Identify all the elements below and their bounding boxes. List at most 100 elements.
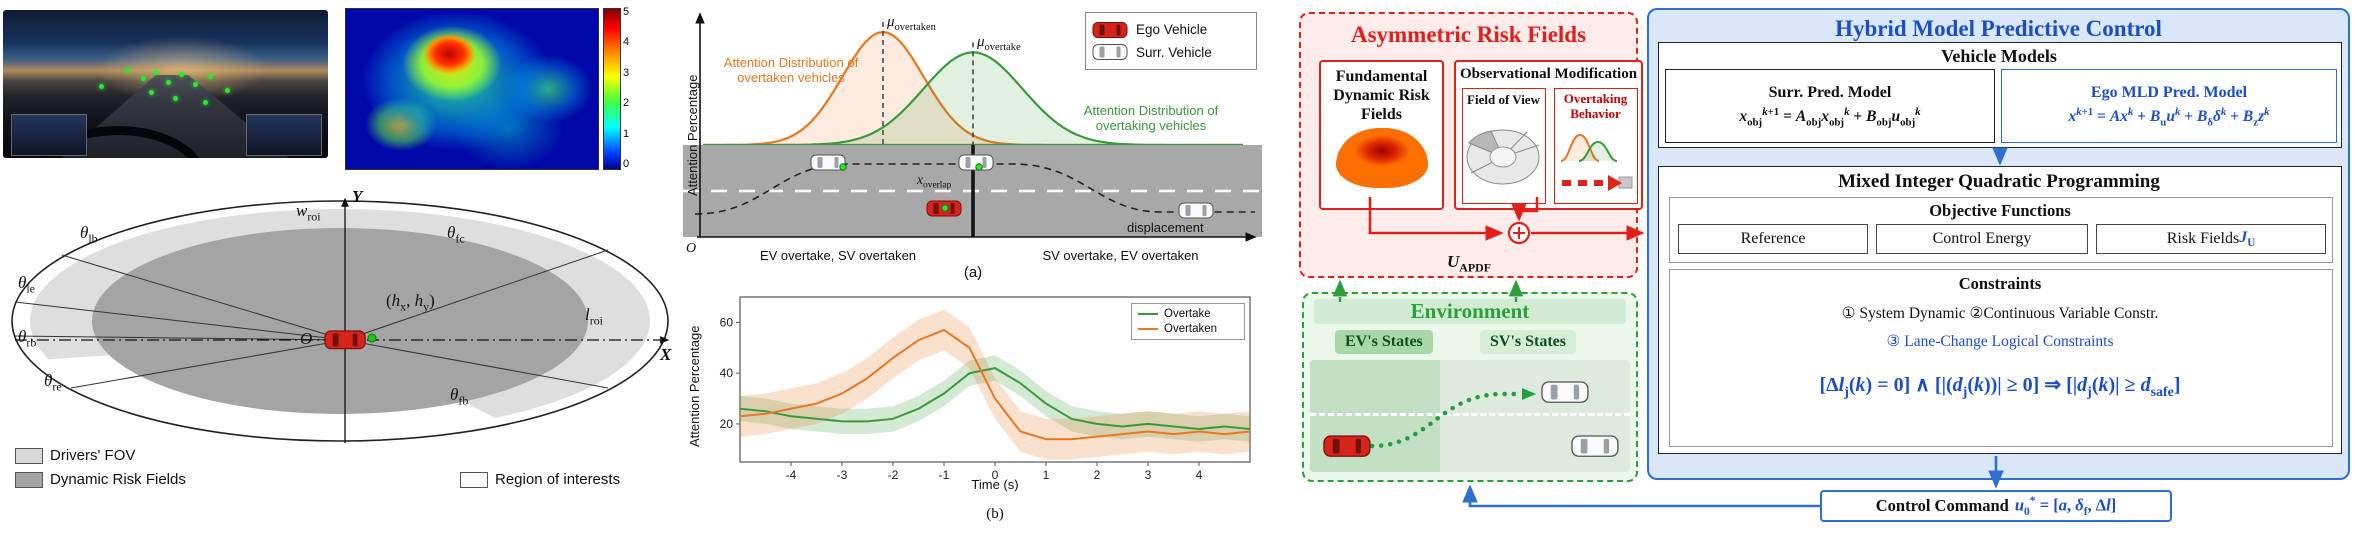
ego-mld-model-box: Ego MLD Pred. Model xk+1 = Axk + Buuk + …	[2001, 69, 2337, 143]
ev-states-chip: EV's States	[1335, 330, 1433, 354]
angle-rays	[14, 249, 609, 389]
vehicle-models-box: Vehicle Models Surr. Pred. Model xobjk+1…	[1658, 42, 2342, 148]
objective-functions-box: Objective Functions Reference Control En…	[1669, 197, 2333, 263]
legend-overtake: Overtake	[1138, 308, 1238, 320]
roi-heading-label: (hx, hy)	[386, 291, 435, 314]
gaussian-risk-surface-icon	[1335, 128, 1428, 188]
colorbar-tick: 3	[623, 66, 630, 79]
inset-view-left	[11, 114, 87, 156]
overtaken-distribution-note: Attention Distribution of overtaken vehi…	[723, 55, 859, 85]
colorbar-tick: 0	[623, 157, 630, 170]
panel-b-x-label: Time (s)	[971, 477, 1019, 492]
ego-car-icon	[324, 330, 366, 350]
svg-text:-1: -1	[939, 468, 950, 482]
y-label-text: Y	[352, 187, 363, 206]
ego-car-icon	[926, 200, 962, 217]
legend-overtaken: Overtaken	[1138, 323, 1238, 335]
colorbar-tick: 1	[623, 127, 630, 140]
roi-w-label: wroi	[296, 201, 321, 224]
framework-diagram: Asymmetric Risk Fields Fundamental Dynam…	[1290, 0, 2355, 534]
lane-divider-line	[1310, 413, 1630, 416]
miqp-box: Mixed Integer Quadratic Programming Obje…	[1658, 166, 2342, 454]
environment-title: Environment	[1314, 299, 1626, 324]
legend-label: Surr. Vehicle	[1136, 44, 1212, 60]
gaze-dot	[203, 100, 208, 105]
roi-ellipse-diagram: Y X wroi lroi (hx, hy) O θfc θfb θlb θle…	[0, 185, 683, 520]
inset-view-right	[246, 114, 322, 156]
attention-heatmap: 5 4 3 2 1 0	[345, 6, 635, 172]
legend-label: Dynamic Risk Fields	[50, 471, 186, 488]
constraints-box: Constraints ① System Dynamic ②Continuous…	[1669, 269, 2333, 447]
surr-car-icon	[1178, 202, 1214, 219]
svg-text:2: 2	[1094, 468, 1101, 482]
panel-a-caption: (a)	[963, 264, 983, 281]
svg-text:-3: -3	[837, 468, 848, 482]
legend-surr-vehicle: Surr. Vehicle	[1092, 44, 1250, 61]
miqp-title: Mixed Integer Quadratic Programming	[1838, 171, 2160, 192]
roi-x-axis-label: X	[660, 345, 671, 365]
gaze-dot	[193, 82, 198, 87]
zone-right-label: SV overtake, EV overtaken	[1042, 248, 1199, 263]
fov-label: Field of View	[1467, 92, 1540, 107]
roi-theta-le: θle	[18, 273, 35, 296]
mu-overtake-label: μovertake	[977, 34, 1021, 53]
legend-item-risk: Dynamic Risk Fields	[15, 471, 186, 488]
gaze-dot	[99, 84, 104, 89]
surr-model-title: Surr. Pred. Model	[1768, 83, 1892, 101]
planned-lane-change-path	[1369, 391, 1525, 449]
legend-label: Drivers' FOV	[50, 447, 136, 464]
vehicle-models-title: Vehicle Models	[1941, 46, 2057, 66]
roi-y-axis-label: Y	[352, 187, 362, 207]
gaze-dot	[225, 88, 230, 93]
svg-text:60: 60	[720, 315, 734, 329]
legend-item-fov: Drivers' FOV	[15, 447, 135, 464]
svg-text:3: 3	[1145, 468, 1152, 482]
svg-text:20: 20	[720, 417, 734, 431]
field-of-view-box: Field of View	[1462, 88, 1546, 204]
mu-overtaken-label: μovertaken	[887, 14, 936, 33]
surr-model-equation: xobjk+1 = Aobjxobjk + Bobjuobjk	[1739, 105, 1921, 129]
objective-control-energy: Control Energy	[1876, 224, 2088, 254]
roi-theta-rb: θrb	[18, 327, 37, 350]
colorbar-tick: 5	[623, 6, 630, 18]
fov-swatch	[15, 447, 43, 464]
x-overlap-label: xoverlap	[917, 172, 952, 191]
svg-text:4: 4	[1196, 468, 1203, 482]
arf-title: Asymmetric Risk Fields	[1350, 22, 1587, 47]
environment-road	[1310, 360, 1630, 472]
gaze-dot	[149, 90, 154, 95]
gaze-dot	[173, 96, 178, 101]
fov-sector-icon	[1466, 129, 1540, 185]
panel-a-svg	[683, 12, 1262, 242]
origin-label: O	[686, 241, 697, 256]
red-car-icon	[1092, 21, 1128, 38]
displacement-label: displacement	[1127, 220, 1204, 235]
roi-theta-lb: θlb	[80, 223, 98, 246]
roi-diagram-svg	[11, 197, 670, 443]
asymmetric-risk-fields-box: Asymmetric Risk Fields Fundamental Dynam…	[1299, 12, 1643, 278]
constraints-title: Constraints	[1958, 274, 2042, 293]
panel-a-legend: Ego Vehicle Surr. Vehicle	[1085, 12, 1257, 70]
objective-functions-title: Objective Functions	[1929, 201, 2071, 220]
svg-text:40: 40	[720, 366, 734, 380]
gaze-dot	[125, 68, 130, 73]
roi-origin-label: O	[300, 329, 313, 348]
svg-text:-2: -2	[888, 468, 899, 482]
u-apdf-label: UAPDF	[1447, 252, 1491, 275]
surr-car-icon	[958, 154, 994, 171]
legend-item-roi: Region of interests	[460, 471, 620, 488]
legend-label: Overtaken	[1164, 323, 1218, 335]
white-car-icon	[1092, 44, 1128, 61]
observational-label: Observational Modification	[1459, 66, 1638, 82]
legend-label: Region of interests	[495, 471, 621, 488]
zone-left-label: EV overtake, SV overtaken	[759, 248, 917, 263]
overtaking-curves-icon	[1560, 133, 1633, 191]
gaze-dot	[975, 163, 983, 171]
objective-risk-fields: Risk Fields JU	[2096, 224, 2326, 254]
gaze-dot	[141, 76, 146, 81]
svg-text:0: 0	[992, 468, 999, 482]
overtaking-behavior-box: Overtaking Behavior	[1554, 88, 1638, 204]
gaze-dot	[166, 80, 171, 85]
